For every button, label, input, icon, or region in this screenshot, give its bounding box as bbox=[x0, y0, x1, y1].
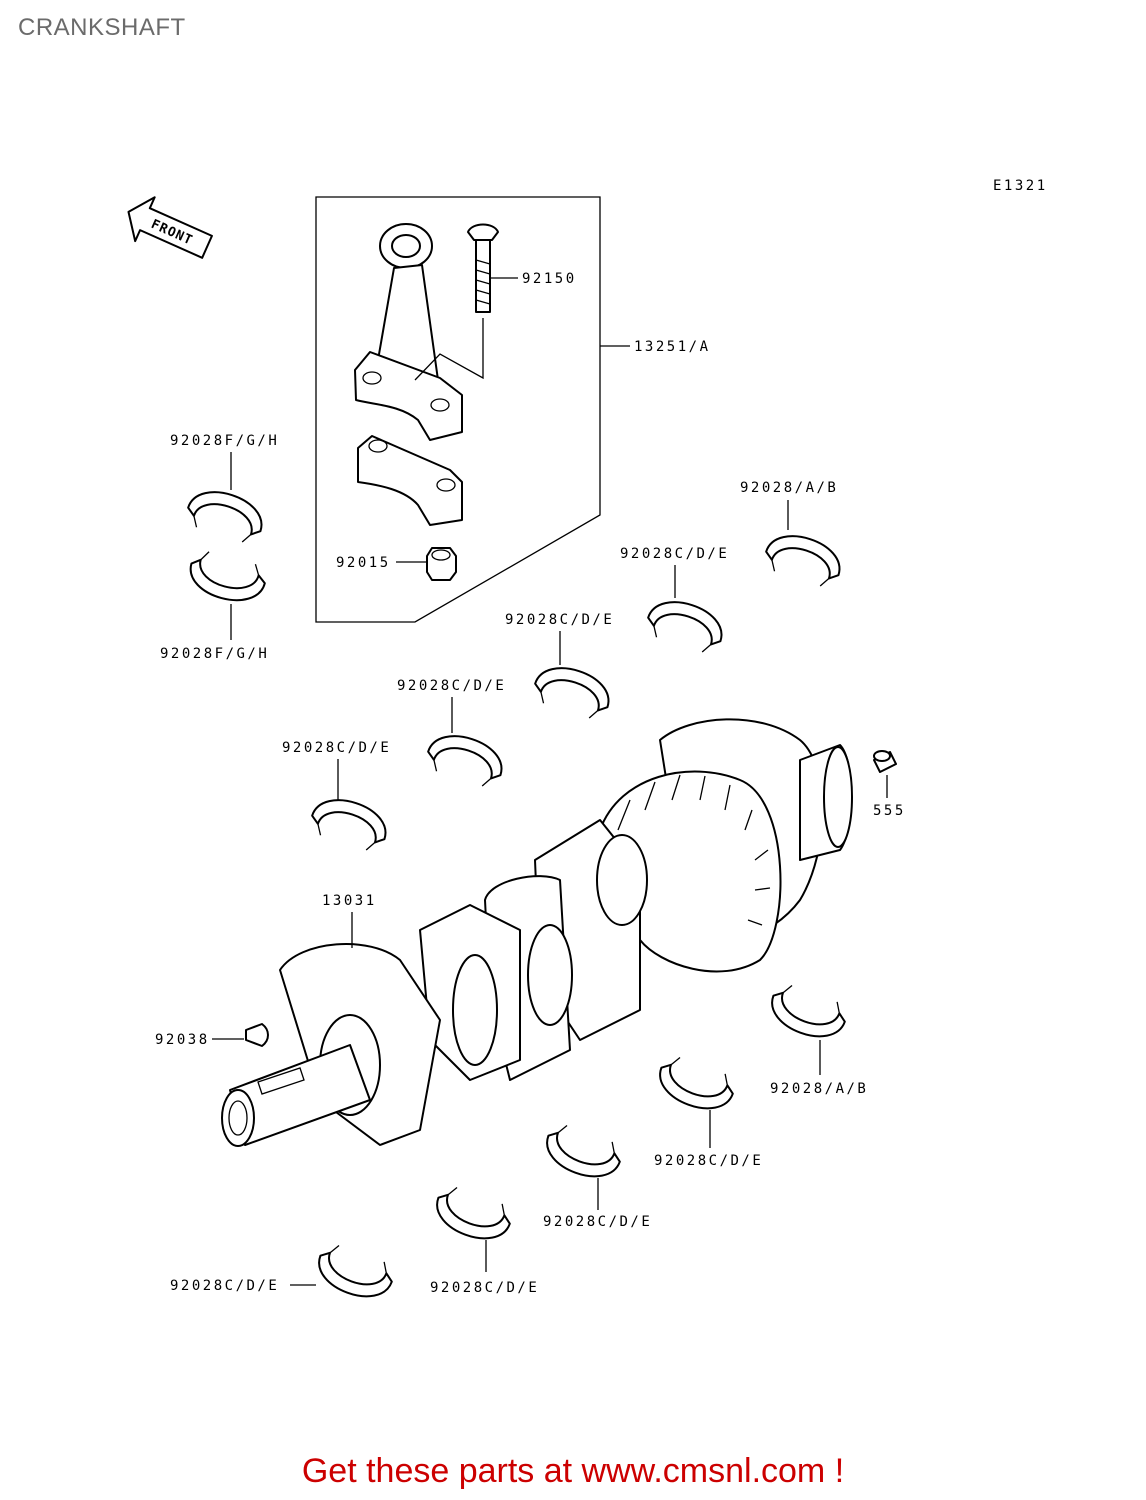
label-woodruff-key[interactable]: 92038 bbox=[155, 1032, 210, 1048]
conrod-assembly-box bbox=[315, 196, 601, 623]
label-main-bearing-upper-4[interactable]: 92028C/D/E bbox=[397, 678, 506, 694]
page-title: CRANKSHAFT bbox=[18, 14, 186, 41]
crankshaft bbox=[221, 718, 853, 1147]
label-main-bearing-upper-3[interactable]: 92028C/D/E bbox=[505, 612, 614, 628]
label-conrod-nut[interactable]: 92015 bbox=[336, 555, 391, 571]
label-conrod-bolt[interactable]: 92150 bbox=[522, 271, 577, 287]
woodruff-key bbox=[245, 1023, 269, 1047]
diagram-code: E1321 bbox=[993, 178, 1048, 194]
main-bearing-upper-3 bbox=[529, 658, 617, 724]
label-dowel-pin[interactable]: 555 bbox=[873, 803, 906, 819]
label-main-bearing-upper-5[interactable]: 92028C/D/E bbox=[282, 740, 391, 756]
label-main-bearing-upper-1[interactable]: 92028/A/B bbox=[740, 480, 838, 496]
main-bearing-upper-2 bbox=[642, 592, 730, 658]
footer-cmsnl-link[interactable]: Get these parts at www.cmsnl.com ! bbox=[301, 1452, 845, 1490]
label-conrod-bearing-upper[interactable]: 92028F/G/H bbox=[170, 433, 279, 449]
front-arrow-icon: FRONT bbox=[127, 196, 213, 259]
label-crankshaft[interactable]: 13031 bbox=[322, 893, 377, 909]
connecting-rod bbox=[354, 223, 463, 526]
label-main-bearing-lower-2[interactable]: 92028C/D/E bbox=[654, 1153, 763, 1169]
label-main-bearing-upper-2[interactable]: 92028C/D/E bbox=[620, 546, 729, 562]
main-bearing-lower-5 bbox=[310, 1239, 399, 1307]
main-bearing-lower-3 bbox=[538, 1119, 627, 1187]
main-bearing-lower-2 bbox=[651, 1051, 740, 1119]
label-main-bearing-lower-3[interactable]: 92028C/D/E bbox=[543, 1214, 652, 1230]
conrod-bearing-upper bbox=[182, 482, 270, 548]
label-main-bearing-lower-5[interactable]: 92028C/D/E bbox=[170, 1278, 279, 1294]
conrod-bolt bbox=[467, 223, 499, 313]
main-bearing-upper-4 bbox=[422, 726, 510, 792]
dowel-pin bbox=[873, 750, 897, 773]
main-bearing-lower-1 bbox=[763, 979, 852, 1047]
main-bearing-upper-1 bbox=[760, 526, 848, 592]
parts-diagram: E1321 FRONT 13251/A 92150 92015 92028F/G… bbox=[127, 178, 1048, 1307]
main-bearing-lower-4 bbox=[428, 1181, 517, 1249]
label-conrod-assembly[interactable]: 13251/A bbox=[634, 339, 711, 355]
label-conrod-bearing-lower[interactable]: 92028F/G/H bbox=[160, 646, 269, 662]
label-main-bearing-lower-4[interactable]: 92028C/D/E bbox=[430, 1280, 539, 1296]
conrod-nut bbox=[426, 547, 457, 581]
conrod-bearing-lower bbox=[183, 547, 270, 609]
label-main-bearing-lower-1[interactable]: 92028/A/B bbox=[770, 1081, 868, 1097]
main-bearing-upper-5 bbox=[306, 790, 394, 856]
